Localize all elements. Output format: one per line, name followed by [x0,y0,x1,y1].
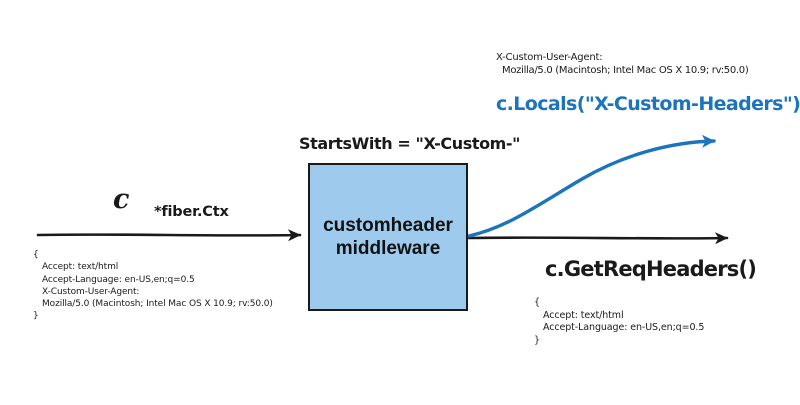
locals-call-label: c.Locals("X-Custom-Headers") [496,93,800,115]
middleware-box: customheader middleware [308,163,468,311]
open-brace: { [33,250,39,260]
request-header-line: X-Custom-User-Agent: [42,286,140,297]
ctx-type-label: *fiber.Ctx [154,204,229,220]
response-header-line: Accept-Language: en-US,en;q=0.5 [543,322,705,333]
middleware-name-line2: middleware [335,238,441,259]
request-arrow [36,229,302,242]
locals-header-name: X-Custom-User-Agent: [496,52,603,63]
response-header-line: Accept: text/html [543,309,624,321]
request-headers-block: { Accept: text/html Accept-Language: en-… [33,249,273,323]
response-arrow [467,232,729,245]
close-brace: } [534,334,540,346]
response-headers-block: { Accept: text/html Accept-Language: en-… [534,297,704,347]
request-header-line: Accept-Language: en-US,en;q=0.5 [42,274,195,285]
locals-header-value: Mozilla/5.0 (Macintosh; Intel Mac OS X 1… [502,65,749,76]
middleware-condition-label: StartsWith = "X-Custom-" [299,134,521,153]
open-brace: { [534,297,540,308]
request-header-line: Mozilla/5.0 (Macintosh; Intel Mac OS X 1… [42,299,273,310]
close-brace: } [33,311,39,322]
locals-curve-arrow [467,134,716,238]
middleware-name-line1: customheader [323,215,453,236]
getreqheaders-call-label: c.GetReqHeaders() [545,257,757,281]
request-header-line: Accept: text/html [42,262,119,273]
ctx-variable: c [113,184,130,215]
